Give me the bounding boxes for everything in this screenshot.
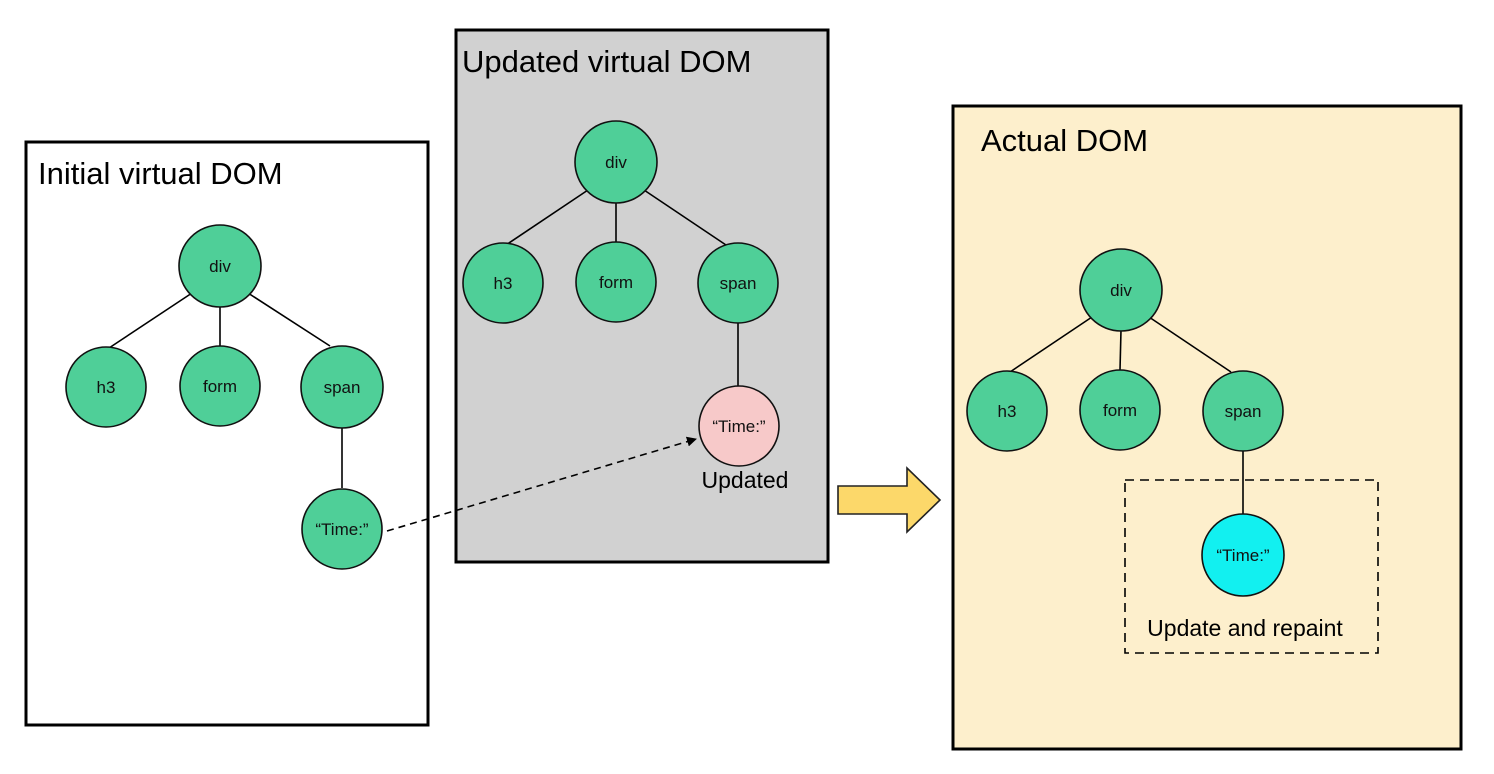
initial-virtual-dom-panel: Initial virtual DOM div h3 form span “Ti… — [24, 140, 430, 727]
svg-text:h3: h3 — [494, 274, 513, 293]
actual-node-h3: h3 — [966, 370, 1048, 452]
actual-dom-panel: Actual DOM div h3 form span “Time:” — [951, 104, 1463, 751]
svg-text:“Time:”: “Time:” — [315, 520, 369, 539]
actual-tree-edges — [1006, 316, 1244, 515]
updated-panel-title: Updated virtual DOM — [462, 44, 751, 79]
updated-tree-edges — [502, 189, 739, 386]
actual-node-div: div — [1079, 248, 1163, 332]
svg-text:span: span — [720, 274, 757, 293]
initial-node-time: “Time:” — [301, 488, 383, 570]
svg-text:h3: h3 — [97, 378, 116, 397]
actual-node-form: form — [1079, 369, 1161, 451]
updated-node-span: span — [697, 242, 779, 324]
svg-text:div: div — [605, 153, 627, 172]
initial-tree-edges — [105, 292, 343, 488]
svg-text:h3: h3 — [998, 402, 1017, 421]
repaint-region-box — [1124, 479, 1379, 654]
apply-arrow-icon — [837, 466, 942, 534]
actual-panel-title: Actual DOM — [981, 123, 1148, 158]
svg-text:“Time:”: “Time:” — [1216, 546, 1270, 565]
initial-node-div: div — [178, 224, 262, 308]
initial-edge-div-span — [247, 292, 331, 347]
actual-edge-div-span — [1148, 316, 1232, 373]
updated-edge-div-span — [643, 189, 727, 246]
actual-node-time: “Time:” — [1201, 513, 1285, 597]
svg-text:“Time:”: “Time:” — [712, 417, 766, 436]
repaint-caption: Update and repaint — [1147, 615, 1343, 641]
svg-text:div: div — [209, 257, 231, 276]
updated-node-h3: h3 — [462, 242, 544, 324]
actual-edge-div-form — [1119, 329, 1122, 371]
updated-node-div: div — [574, 120, 658, 204]
initial-node-h3: h3 — [65, 346, 147, 428]
updated-node-time: “Time:” — [698, 385, 780, 467]
initial-edge-div-h3 — [105, 292, 193, 351]
initial-panel-title: Initial virtual DOM — [38, 156, 283, 191]
updated-node-form: form — [575, 241, 657, 323]
svg-text:form: form — [203, 377, 237, 396]
actual-node-span: span — [1202, 370, 1284, 452]
svg-text:form: form — [1103, 401, 1137, 420]
initial-node-form: form — [179, 345, 261, 427]
svg-text:span: span — [1225, 402, 1262, 421]
updated-edge-div-h3 — [502, 189, 589, 248]
svg-text:form: form — [599, 273, 633, 292]
updated-virtual-dom-panel: Updated virtual DOM div h3 form span “Ti… — [454, 28, 830, 564]
diff-dashed-arrow — [386, 436, 697, 532]
updated-caption: Updated — [702, 467, 789, 493]
svg-text:span: span — [324, 378, 361, 397]
svg-text:div: div — [1110, 281, 1132, 300]
actual-edge-div-h3 — [1006, 316, 1093, 375]
initial-node-span: span — [300, 345, 384, 429]
